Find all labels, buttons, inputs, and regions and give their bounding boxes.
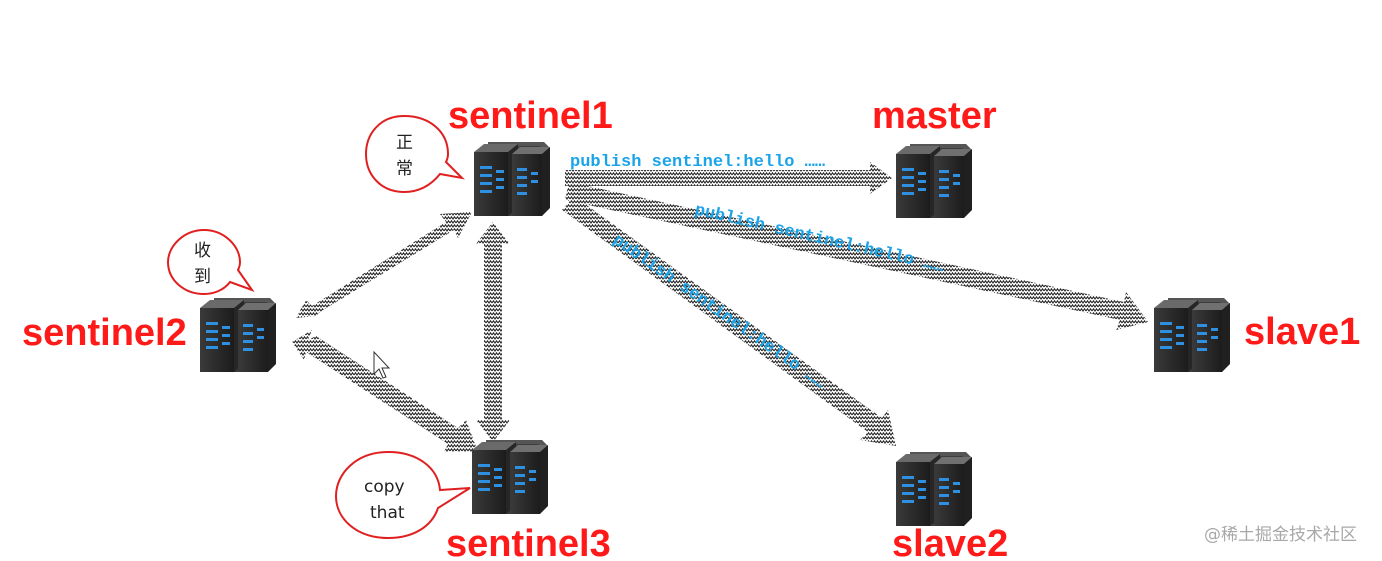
server-icon-slave2 (896, 452, 972, 526)
arrow-sentinel2-sentinel3 (292, 330, 478, 452)
server-icon-sentinel3 (472, 440, 548, 514)
server-icon-slave1 (1154, 298, 1230, 372)
arrow-sentinel2-sentinel1 (296, 212, 472, 318)
message-to-slave2: publish sentinel:hello …… (609, 231, 829, 393)
cursor-icon (373, 350, 391, 379)
arrow-sentinel3-sentinel1 (476, 222, 510, 442)
arrow-sentinel1-to-slave2 (562, 196, 896, 446)
arrow-sentinel1-to-master (565, 162, 892, 194)
svg-text:正: 正 (396, 133, 413, 153)
svg-text:that: that (370, 503, 405, 523)
server-icon-master (896, 144, 972, 218)
watermark: @稀土掘金技术社区 (1204, 525, 1357, 545)
label-slave1: slave1 (1244, 311, 1360, 353)
label-sentinel1: sentinel1 (448, 95, 613, 137)
server-icon-sentinel2 (200, 298, 276, 372)
bubble-sentinel2: 收 到 (166, 228, 255, 296)
connection-arrows (292, 162, 1148, 452)
label-sentinel2: sentinel2 (22, 312, 187, 354)
server-icon-sentinel1 (474, 142, 550, 216)
svg-text:收: 收 (194, 241, 211, 261)
svg-text:copy: copy (364, 477, 405, 497)
svg-text:常: 常 (396, 159, 413, 179)
message-to-master: publish sentinel:hello …… (570, 153, 825, 172)
bubble-sentinel3: copy that (334, 450, 471, 540)
svg-text:到: 到 (194, 267, 211, 287)
arrow-sentinel1-to-slave1 (565, 182, 1148, 330)
label-master: master (872, 95, 997, 137)
bubble-sentinel1: 正 常 (364, 114, 465, 194)
label-sentinel3: sentinel3 (446, 523, 611, 561)
label-slave2: slave2 (892, 523, 1008, 561)
